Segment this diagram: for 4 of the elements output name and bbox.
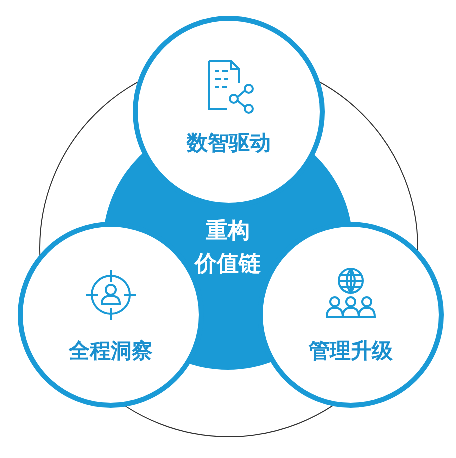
- node-label: 重构价值链: [193, 218, 262, 279]
- node-label: 全程洞察: [68, 338, 154, 365]
- node-label: 数智驱动: [186, 130, 272, 157]
- node-label: 管理升级: [308, 338, 394, 365]
